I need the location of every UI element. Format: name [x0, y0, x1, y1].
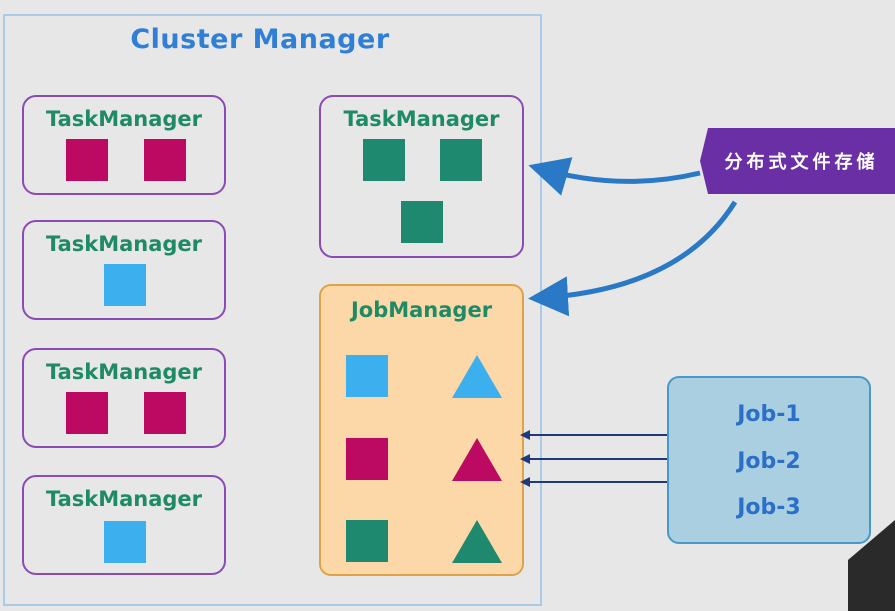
- job-slot-triangle-blue: [452, 355, 502, 398]
- storage-to-taskmanager-arrow: [528, 157, 701, 196]
- task-manager-label: TaskManager: [343, 107, 500, 131]
- task-slot-green: [440, 139, 482, 181]
- task-slot-magenta: [144, 392, 186, 434]
- job-slot-triangle-magenta: [452, 438, 502, 481]
- task-manager-label: TaskManager: [45, 360, 203, 384]
- task-slot-green: [401, 201, 443, 243]
- job-manager-label: JobManager: [350, 298, 493, 322]
- job-item-3: Job-3: [737, 495, 801, 520]
- task-slot-blue: [104, 521, 146, 563]
- job-slot-square-blue: [346, 355, 388, 397]
- task-manager-label: TaskManager: [45, 487, 203, 511]
- job-slot-triangle-green: [452, 520, 502, 563]
- task-slot-magenta: [66, 392, 108, 434]
- corner-decoration: [848, 520, 895, 611]
- storage-label: 分布式文件存储: [724, 152, 879, 173]
- task-slot-blue: [104, 264, 146, 306]
- task-manager-5: TaskManager: [319, 95, 524, 258]
- storage-tag-shape: [700, 128, 895, 194]
- task-slot-magenta: [144, 139, 186, 181]
- task-slot-magenta: [66, 139, 108, 181]
- jobs-box: Job-1 Job-2 Job-3: [667, 376, 871, 544]
- cluster-manager-title: Cluster Manager: [130, 24, 390, 55]
- storage-to-jobmanager-arrow: [528, 200, 738, 317]
- task-manager-1: TaskManager: [22, 95, 226, 195]
- job-manager-box: JobManager: [319, 284, 524, 576]
- task-manager-2: TaskManager: [22, 220, 226, 320]
- distributed-storage-tag: 分布式文件存储: [700, 128, 895, 194]
- job-slot-square-magenta: [346, 438, 388, 480]
- job-item-1: Job-1: [737, 402, 801, 427]
- job-slot-square-green: [346, 520, 388, 562]
- task-slot-green: [363, 139, 405, 181]
- job-item-2: Job-2: [737, 449, 801, 474]
- task-manager-3: TaskManager: [22, 348, 226, 448]
- task-manager-4: TaskManager: [22, 475, 226, 575]
- task-manager-label: TaskManager: [45, 107, 203, 131]
- task-manager-label: TaskManager: [45, 232, 203, 256]
